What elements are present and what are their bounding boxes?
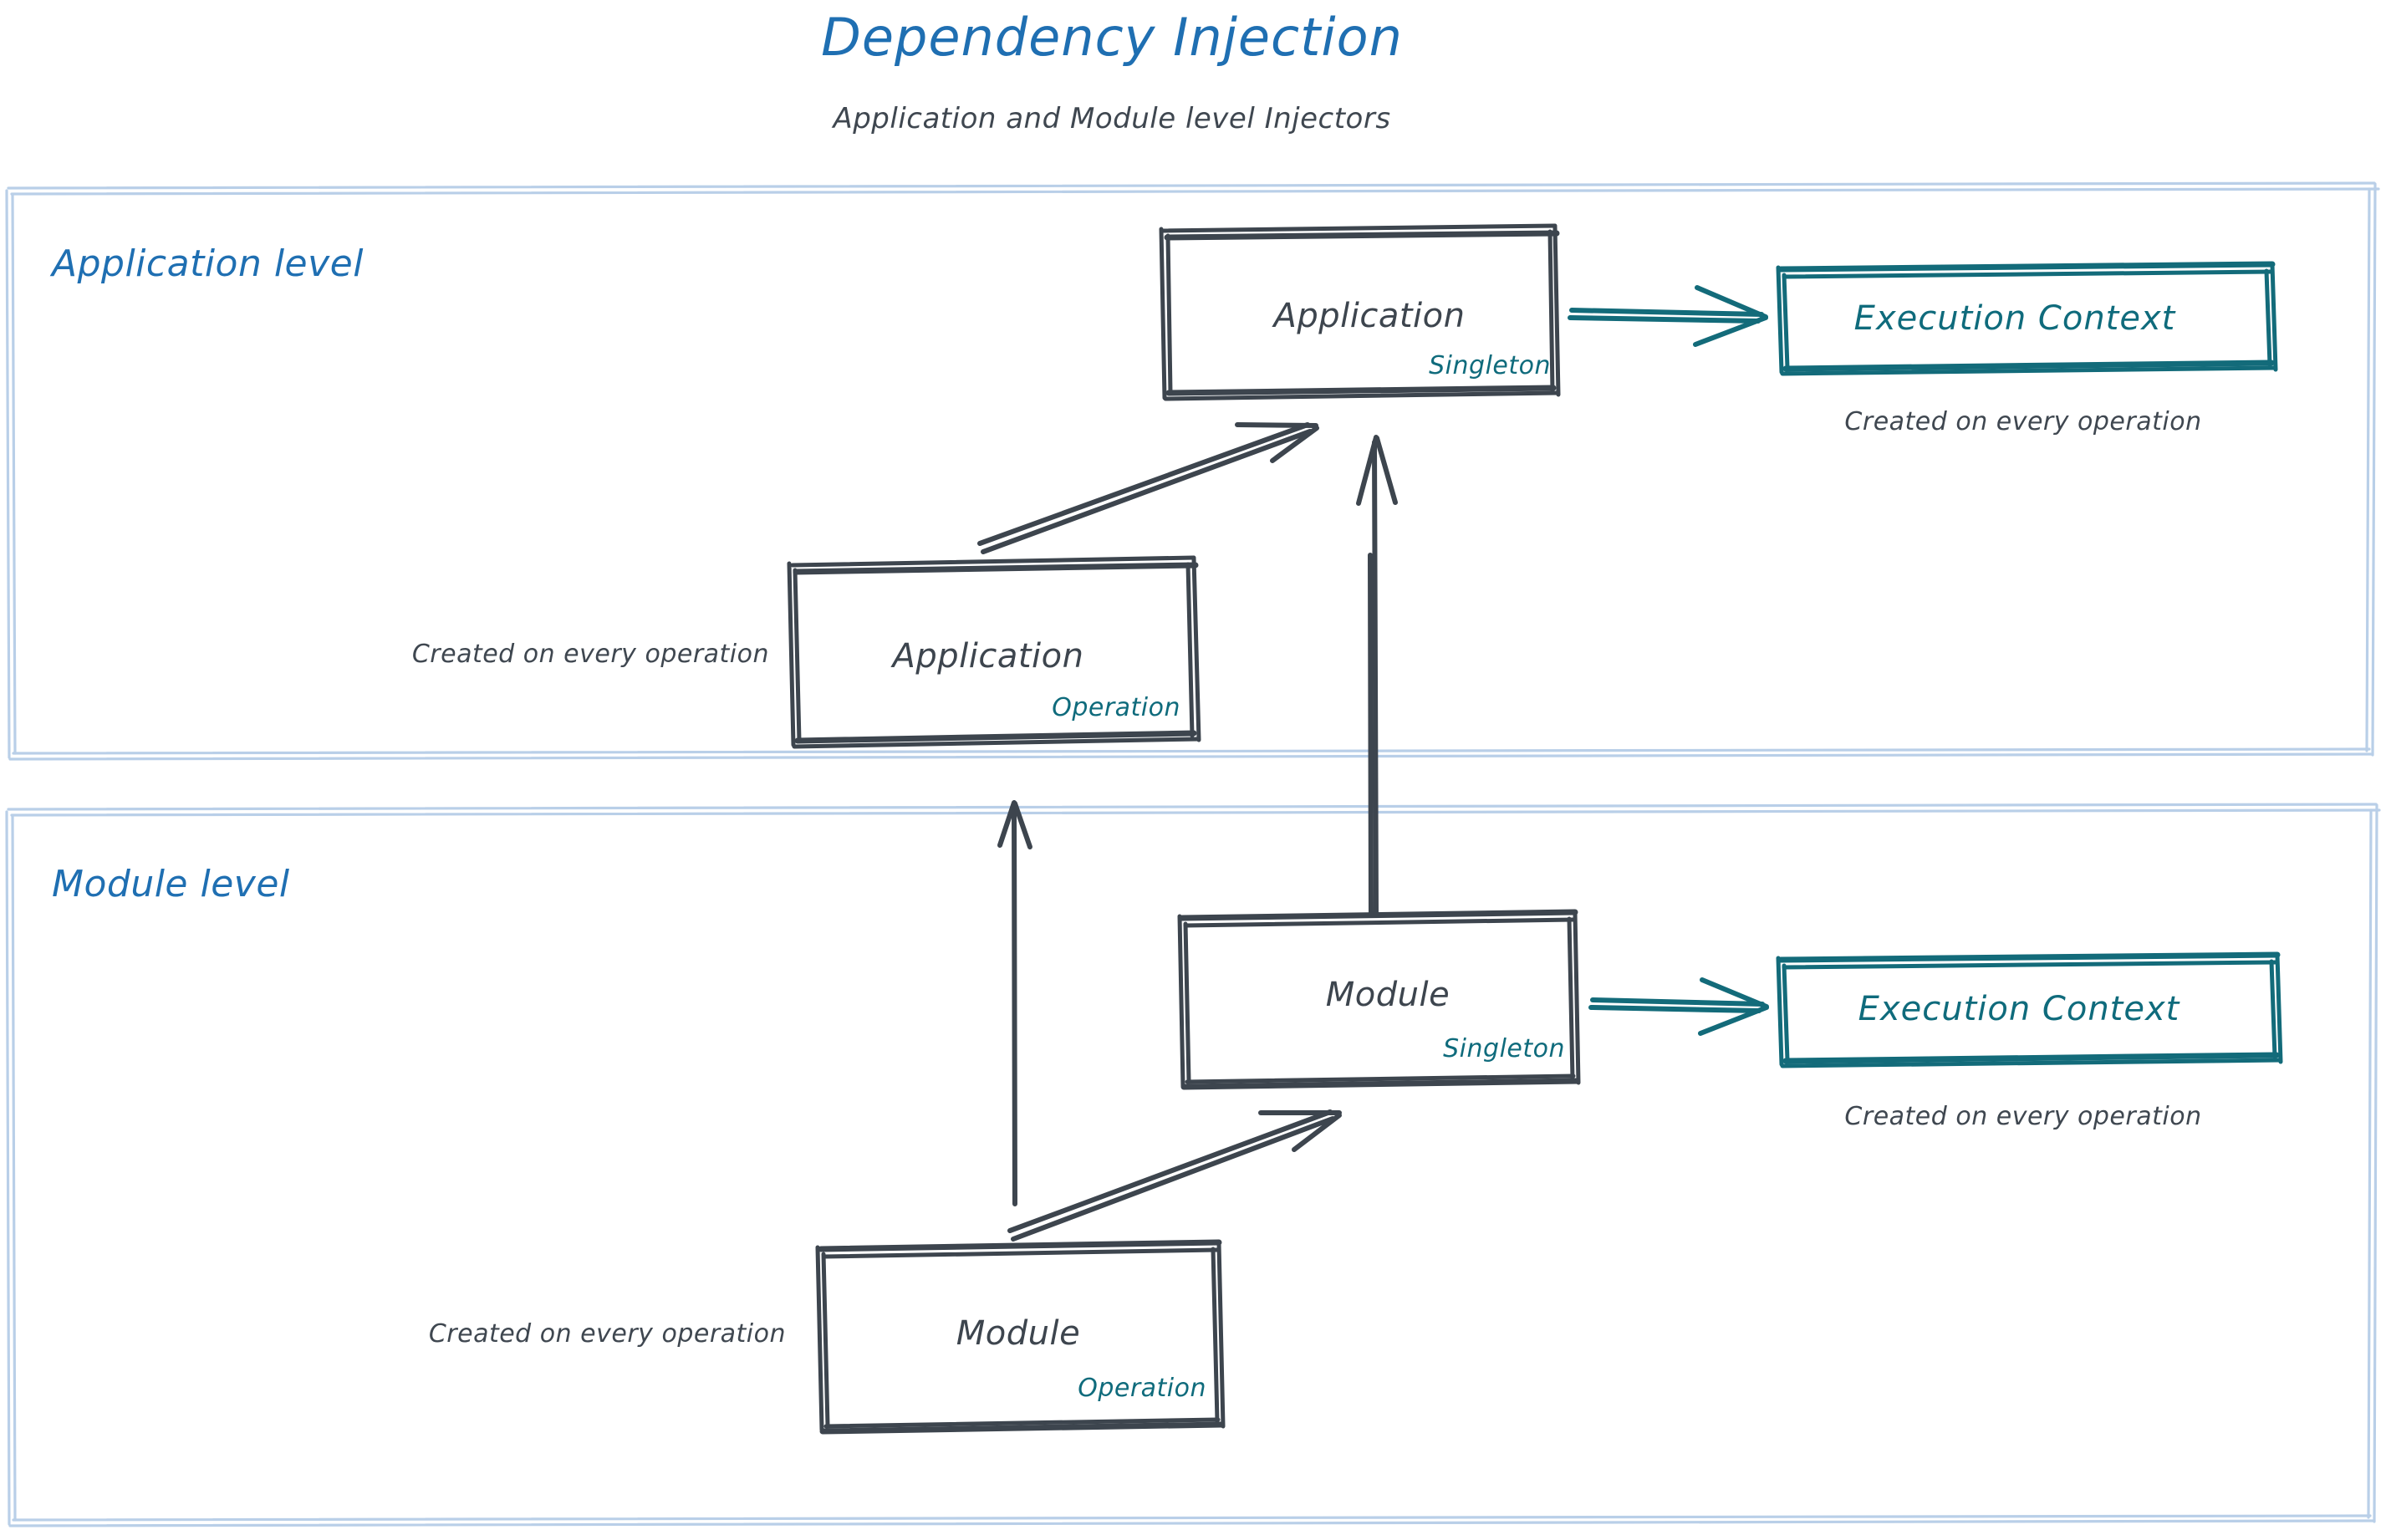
module-level-container	[5, 803, 2381, 1527]
caption-app-operation: Created on every operation	[411, 640, 769, 669]
application-level-container	[5, 181, 2380, 761]
module-execution-context-box[interactable]	[1776, 951, 2283, 1068]
module-operation-title: Module	[956, 1314, 1081, 1353]
edge-module-operation-to-module-singleton	[1007, 1109, 1342, 1242]
application-operation-scope: Operation	[1052, 693, 1180, 722]
module-singleton-title: Module	[1325, 976, 1450, 1014]
application-singleton-title: Application	[1273, 297, 1466, 335]
edge-module-operation-to-application-operation	[997, 800, 1032, 1206]
edge-app-singleton-to-execution-context	[1568, 285, 1768, 347]
module-operation-scope: Operation	[1078, 1374, 1206, 1403]
caption-app-execution-context: Created on every operation	[1844, 407, 2202, 436]
module-singleton-scope: Singleton	[1443, 1034, 1565, 1063]
caption-module-execution-context: Created on every operation	[1844, 1102, 2202, 1131]
module-execution-context-title: Execution Context	[1858, 990, 2180, 1028]
edge-module-singleton-to-execution-context	[1588, 977, 1769, 1036]
application-singleton-scope: Singleton	[1429, 351, 1551, 380]
application-operation-title: Application	[892, 637, 1084, 676]
edge-app-operation-to-app-singleton	[977, 422, 1319, 554]
application-level-label: Application level	[52, 242, 364, 285]
page-title: Dependency Injection	[821, 7, 1403, 68]
application-singleton-box[interactable]	[1159, 223, 1561, 401]
application-execution-context-box[interactable]	[1776, 261, 2278, 376]
application-operation-box[interactable]	[787, 555, 1201, 749]
module-singleton-box[interactable]	[1177, 909, 1581, 1090]
module-operation-box[interactable]	[815, 1239, 1226, 1435]
caption-module-operation: Created on every operation	[428, 1319, 786, 1349]
application-execution-context-title: Execution Context	[1853, 299, 2176, 338]
page-subtitle: Application and Module level Injectors	[833, 102, 1391, 135]
edge-module-singleton-to-application-singleton	[1356, 435, 1398, 918]
module-level-label: Module level	[52, 863, 290, 905]
